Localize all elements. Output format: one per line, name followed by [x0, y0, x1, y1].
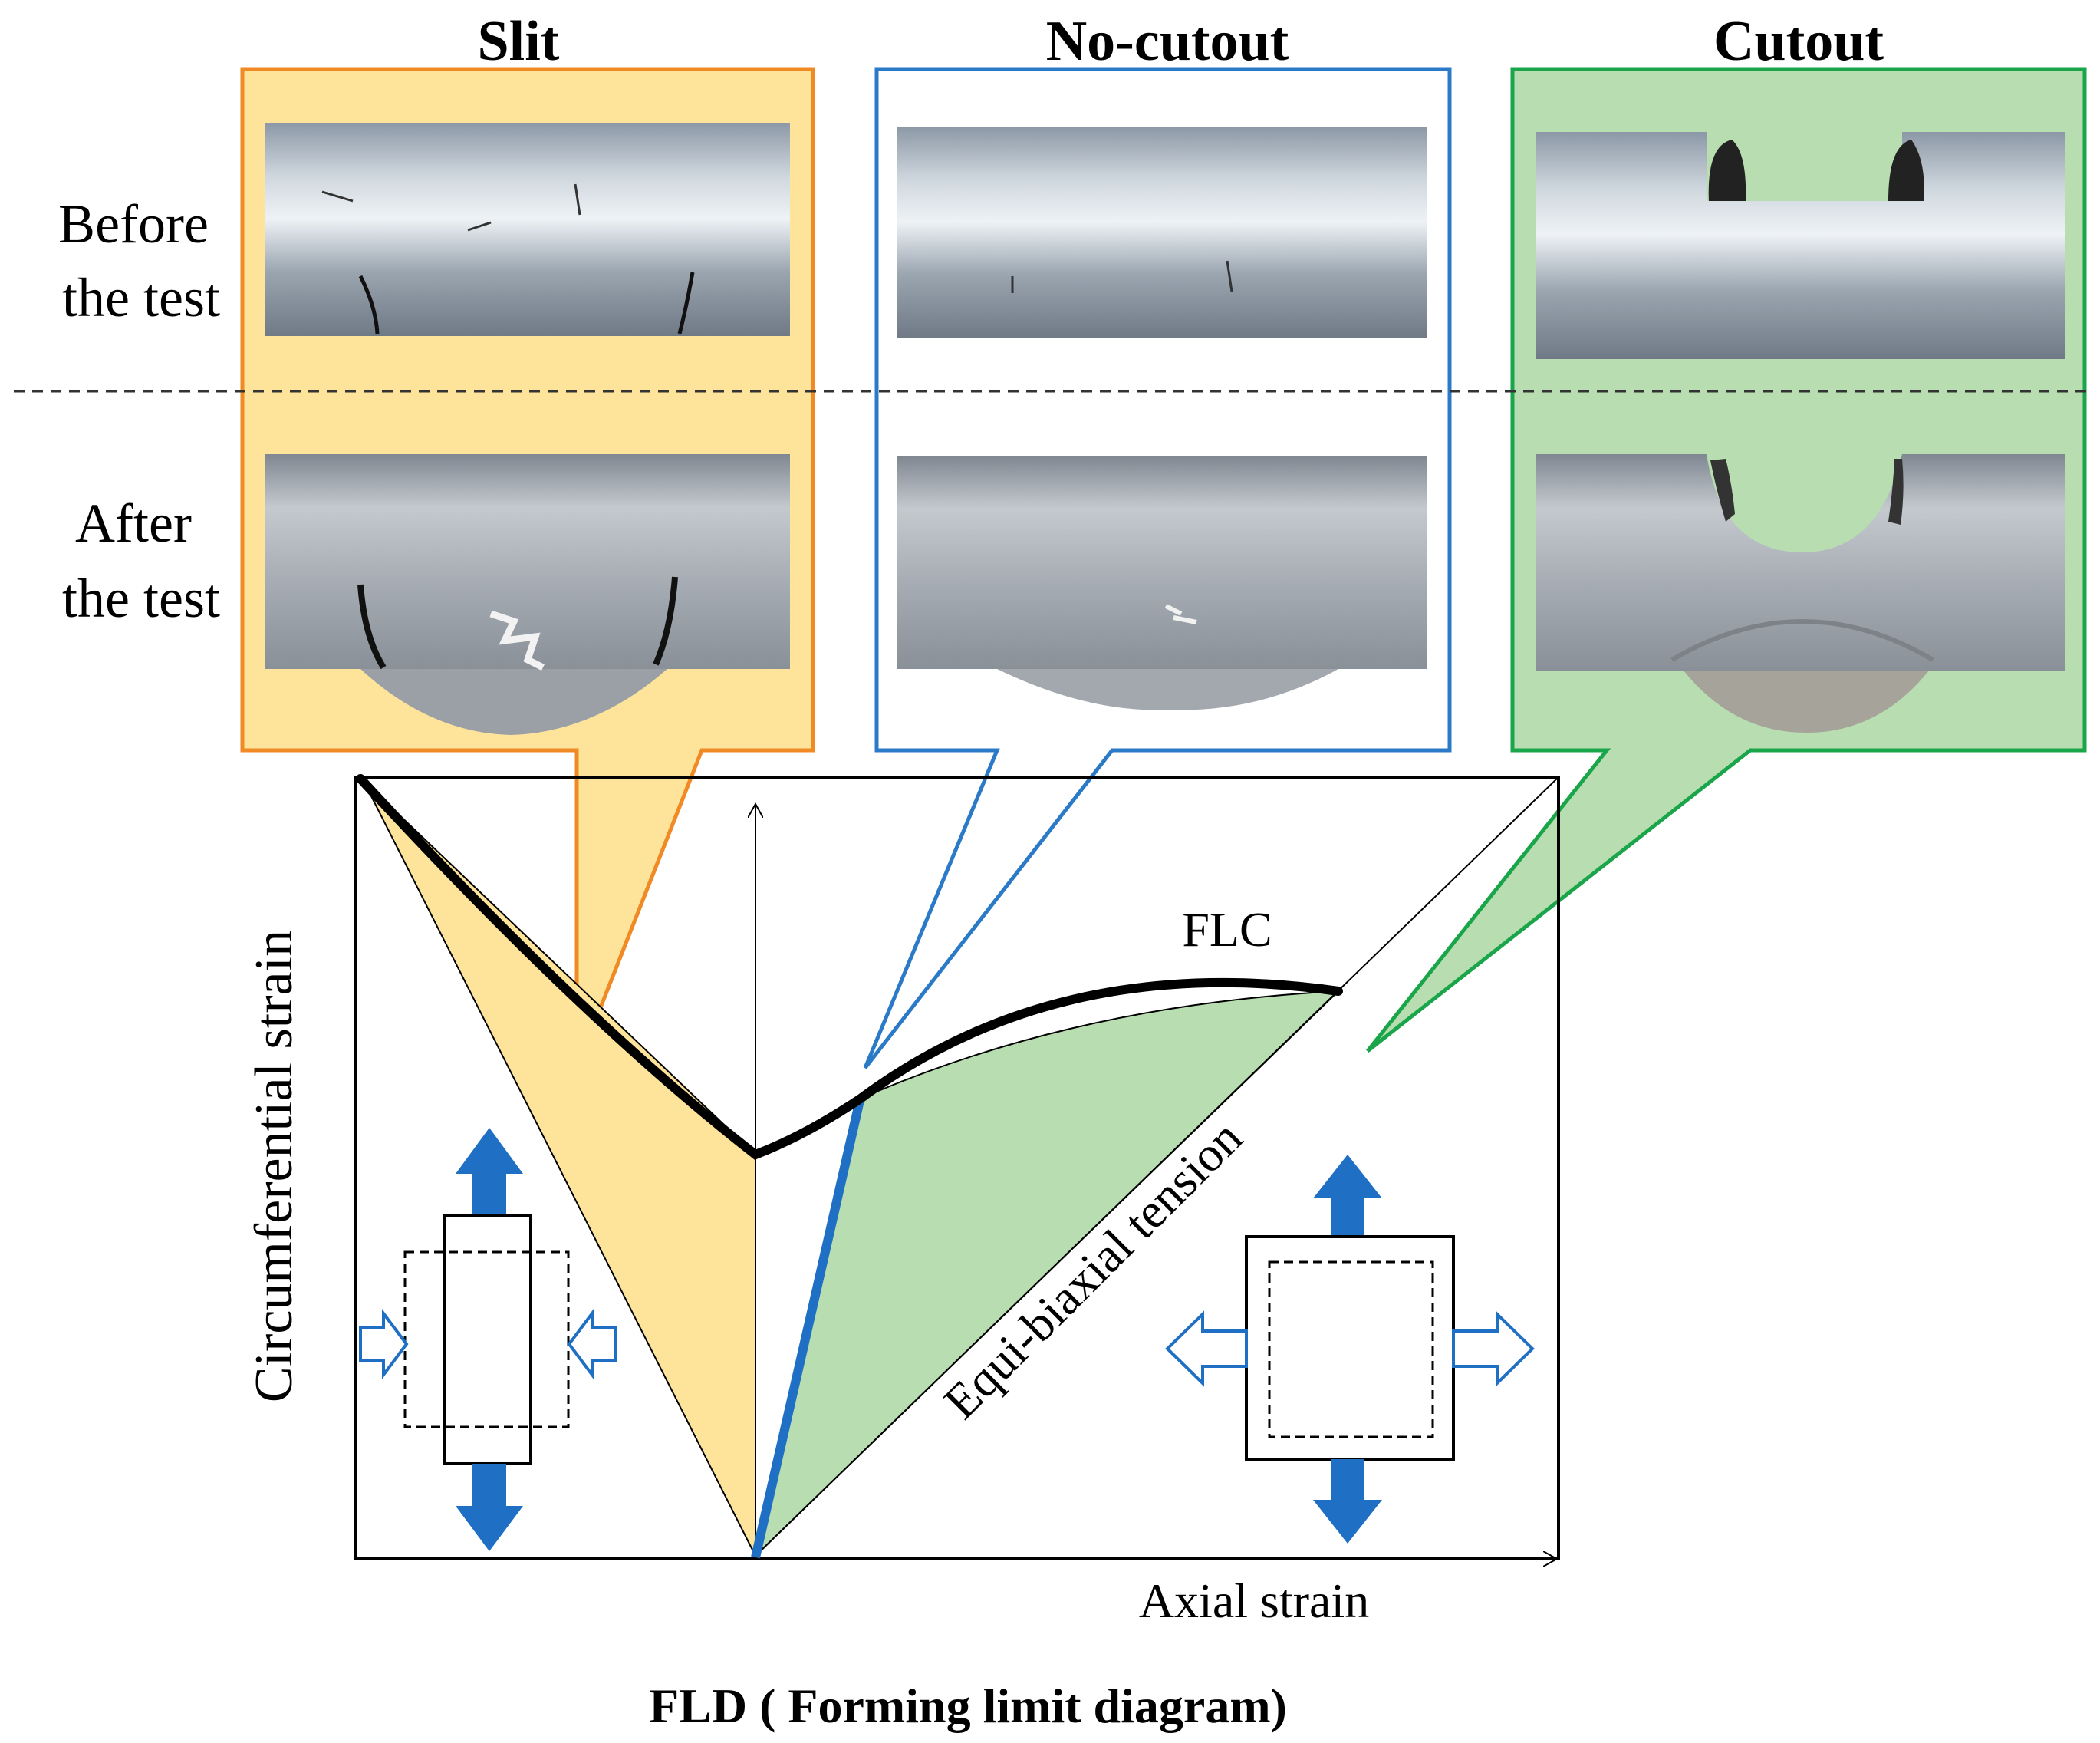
no-cutout-header: No-cutout	[1046, 10, 1289, 73]
y-axis-label: Circumferential strain	[245, 930, 304, 1402]
no-cutout-after-photo	[897, 456, 1427, 710]
cutout-header: Cutout	[1713, 10, 1884, 73]
down-arrow-icon	[456, 1464, 523, 1551]
flc-curve	[356, 774, 1343, 1160]
specimen-outline	[443, 1214, 532, 1465]
after-label-line2: the test	[62, 568, 220, 629]
slit-region	[363, 780, 756, 1557]
after-label-line1: After	[75, 493, 192, 554]
slit-after-photo	[265, 454, 790, 735]
up-arrow-icon	[456, 1128, 523, 1216]
no-cutout-before-photo	[897, 127, 1427, 338]
left-tension-arrow-icon	[1165, 1310, 1248, 1387]
figure-caption: FLD ( Forming limit diagram)	[649, 1679, 1287, 1733]
biaxial-element	[1165, 1155, 1535, 1544]
up-arrow-icon	[1313, 1155, 1382, 1237]
equi-biaxial-line	[755, 776, 1559, 1557]
slit-header: Slit	[478, 10, 560, 73]
down-arrow-icon	[1313, 1459, 1382, 1544]
specimen-outline	[1245, 1235, 1455, 1461]
x-axis-label: Axial strain	[1139, 1573, 1369, 1628]
cutout-after-photo	[1536, 454, 2065, 733]
left-compress-arrow-icon	[359, 1309, 409, 1379]
before-label-line2: the test	[62, 267, 220, 328]
flc-label: FLC	[1182, 902, 1272, 957]
specimen-original-outline	[1268, 1260, 1434, 1438]
no-cutout-path-line	[751, 1096, 865, 1559]
before-label-line1: Before	[58, 193, 209, 255]
right-tension-arrow-icon	[1452, 1310, 1535, 1387]
uniaxial-element	[359, 1128, 617, 1551]
slit-before-photo	[265, 123, 790, 336]
cutout-before-photo	[1536, 132, 2065, 359]
right-compress-arrow-icon	[567, 1309, 617, 1379]
